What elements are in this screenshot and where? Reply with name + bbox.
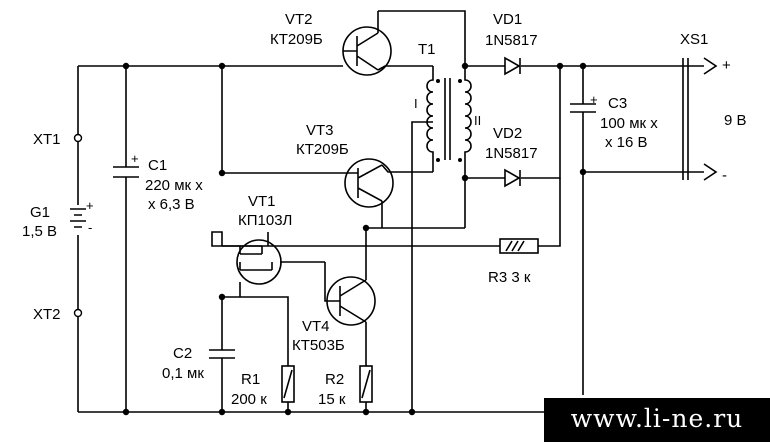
- capacitor-c3: [570, 66, 596, 395]
- winding-dot-1: [436, 79, 440, 83]
- label-vt1-type: КП103Л: [238, 212, 292, 229]
- capacitor-c1: [113, 166, 139, 178]
- diode-vd1: [504, 56, 521, 76]
- wire-vt1-drain: [211, 231, 500, 247]
- resistor-r3-hatch: [505, 240, 525, 252]
- label-vt2-type: КТ209Б: [270, 31, 323, 48]
- label-g1-plus: +: [86, 198, 94, 213]
- label-g1-ref: G1: [30, 204, 50, 221]
- label-vt1-ref: VT1: [248, 193, 276, 210]
- label-xt2: XT2: [33, 306, 61, 323]
- label-vt3-type: КТ209Б: [296, 141, 349, 158]
- watermark-text: www.li-ne.ru: [570, 404, 744, 433]
- label-out-voltage: 9 В: [724, 112, 747, 129]
- label-vd2-ref: VD2: [493, 125, 522, 142]
- xt2-terminal: [73, 308, 83, 318]
- wire-tap: [411, 121, 433, 412]
- resistor-r1-hatch: [283, 369, 293, 399]
- watermark-banner: www.li-ne.ru: [544, 398, 770, 442]
- label-vt2-ref: VT2: [285, 11, 313, 28]
- winding-dot-4: [458, 158, 462, 162]
- label-c1-ref: C1: [148, 157, 167, 174]
- winding-dot-3: [458, 79, 462, 83]
- transformer-core: [444, 78, 451, 160]
- label-c1-val1: 220 мк х: [145, 177, 203, 194]
- label-c3-val2: х 16 В: [605, 134, 648, 151]
- resistor-r3: [499, 238, 539, 254]
- capacitor-c2: [209, 297, 235, 412]
- label-winding-2: II: [474, 113, 481, 128]
- label-c3-plus: +: [590, 92, 598, 107]
- transistor-vt3: [344, 158, 394, 208]
- label-winding-1: I: [414, 96, 418, 111]
- label-vd2-type: 1N5817: [485, 145, 538, 162]
- wire-r3: [538, 178, 561, 247]
- transformer-secondary: [464, 66, 472, 228]
- label-c1-val2: х 6,3 В: [148, 196, 195, 213]
- winding-dot-2: [436, 158, 440, 162]
- vt4-leads: [324, 228, 367, 412]
- label-g1-val: 1,5 В: [22, 223, 57, 240]
- label-vt3-ref: VT3: [306, 122, 334, 139]
- label-vt4-type: КТ503Б: [292, 337, 345, 354]
- connector-xs1: [682, 57, 718, 181]
- diode-vd2: [504, 168, 521, 188]
- label-plus-out: +: [722, 57, 731, 74]
- label-r1-ref: R1: [241, 371, 260, 388]
- vt3-leads: [343, 164, 433, 228]
- label-c3-ref: C3: [608, 95, 627, 112]
- label-r1-val: 200 к: [231, 391, 267, 408]
- label-vd1-ref: VD1: [493, 11, 522, 28]
- junctions: [122, 62, 587, 416]
- wire-output: [583, 65, 704, 173]
- label-c3-val1: 100 мк х: [600, 115, 658, 132]
- resistor-r2-hatch: [361, 369, 371, 399]
- label-r2-ref: R2: [325, 371, 344, 388]
- vt2-leads: [343, 11, 433, 71]
- xt1-terminal: [73, 133, 83, 143]
- wire-vt2-collector: [378, 10, 466, 66]
- label-g1-minus: -: [88, 220, 92, 235]
- label-r3: R3 3 к: [488, 269, 531, 286]
- label-c1-plus: +: [131, 151, 139, 166]
- label-xt1: XT1: [33, 131, 61, 148]
- battery-g1: [70, 208, 86, 228]
- label-r2-val: 15 к: [318, 391, 346, 408]
- label-vt4-ref: VT4: [302, 318, 330, 335]
- label-minus-out: -: [722, 167, 727, 184]
- transformer-primary: [426, 66, 434, 172]
- label-vd1-type: 1N5817: [485, 32, 538, 49]
- label-xs1: XS1: [680, 31, 708, 48]
- label-c2-val: 0,1 мк: [162, 365, 204, 382]
- label-c2-ref: C2: [173, 345, 192, 362]
- label-t1: T1: [418, 41, 436, 58]
